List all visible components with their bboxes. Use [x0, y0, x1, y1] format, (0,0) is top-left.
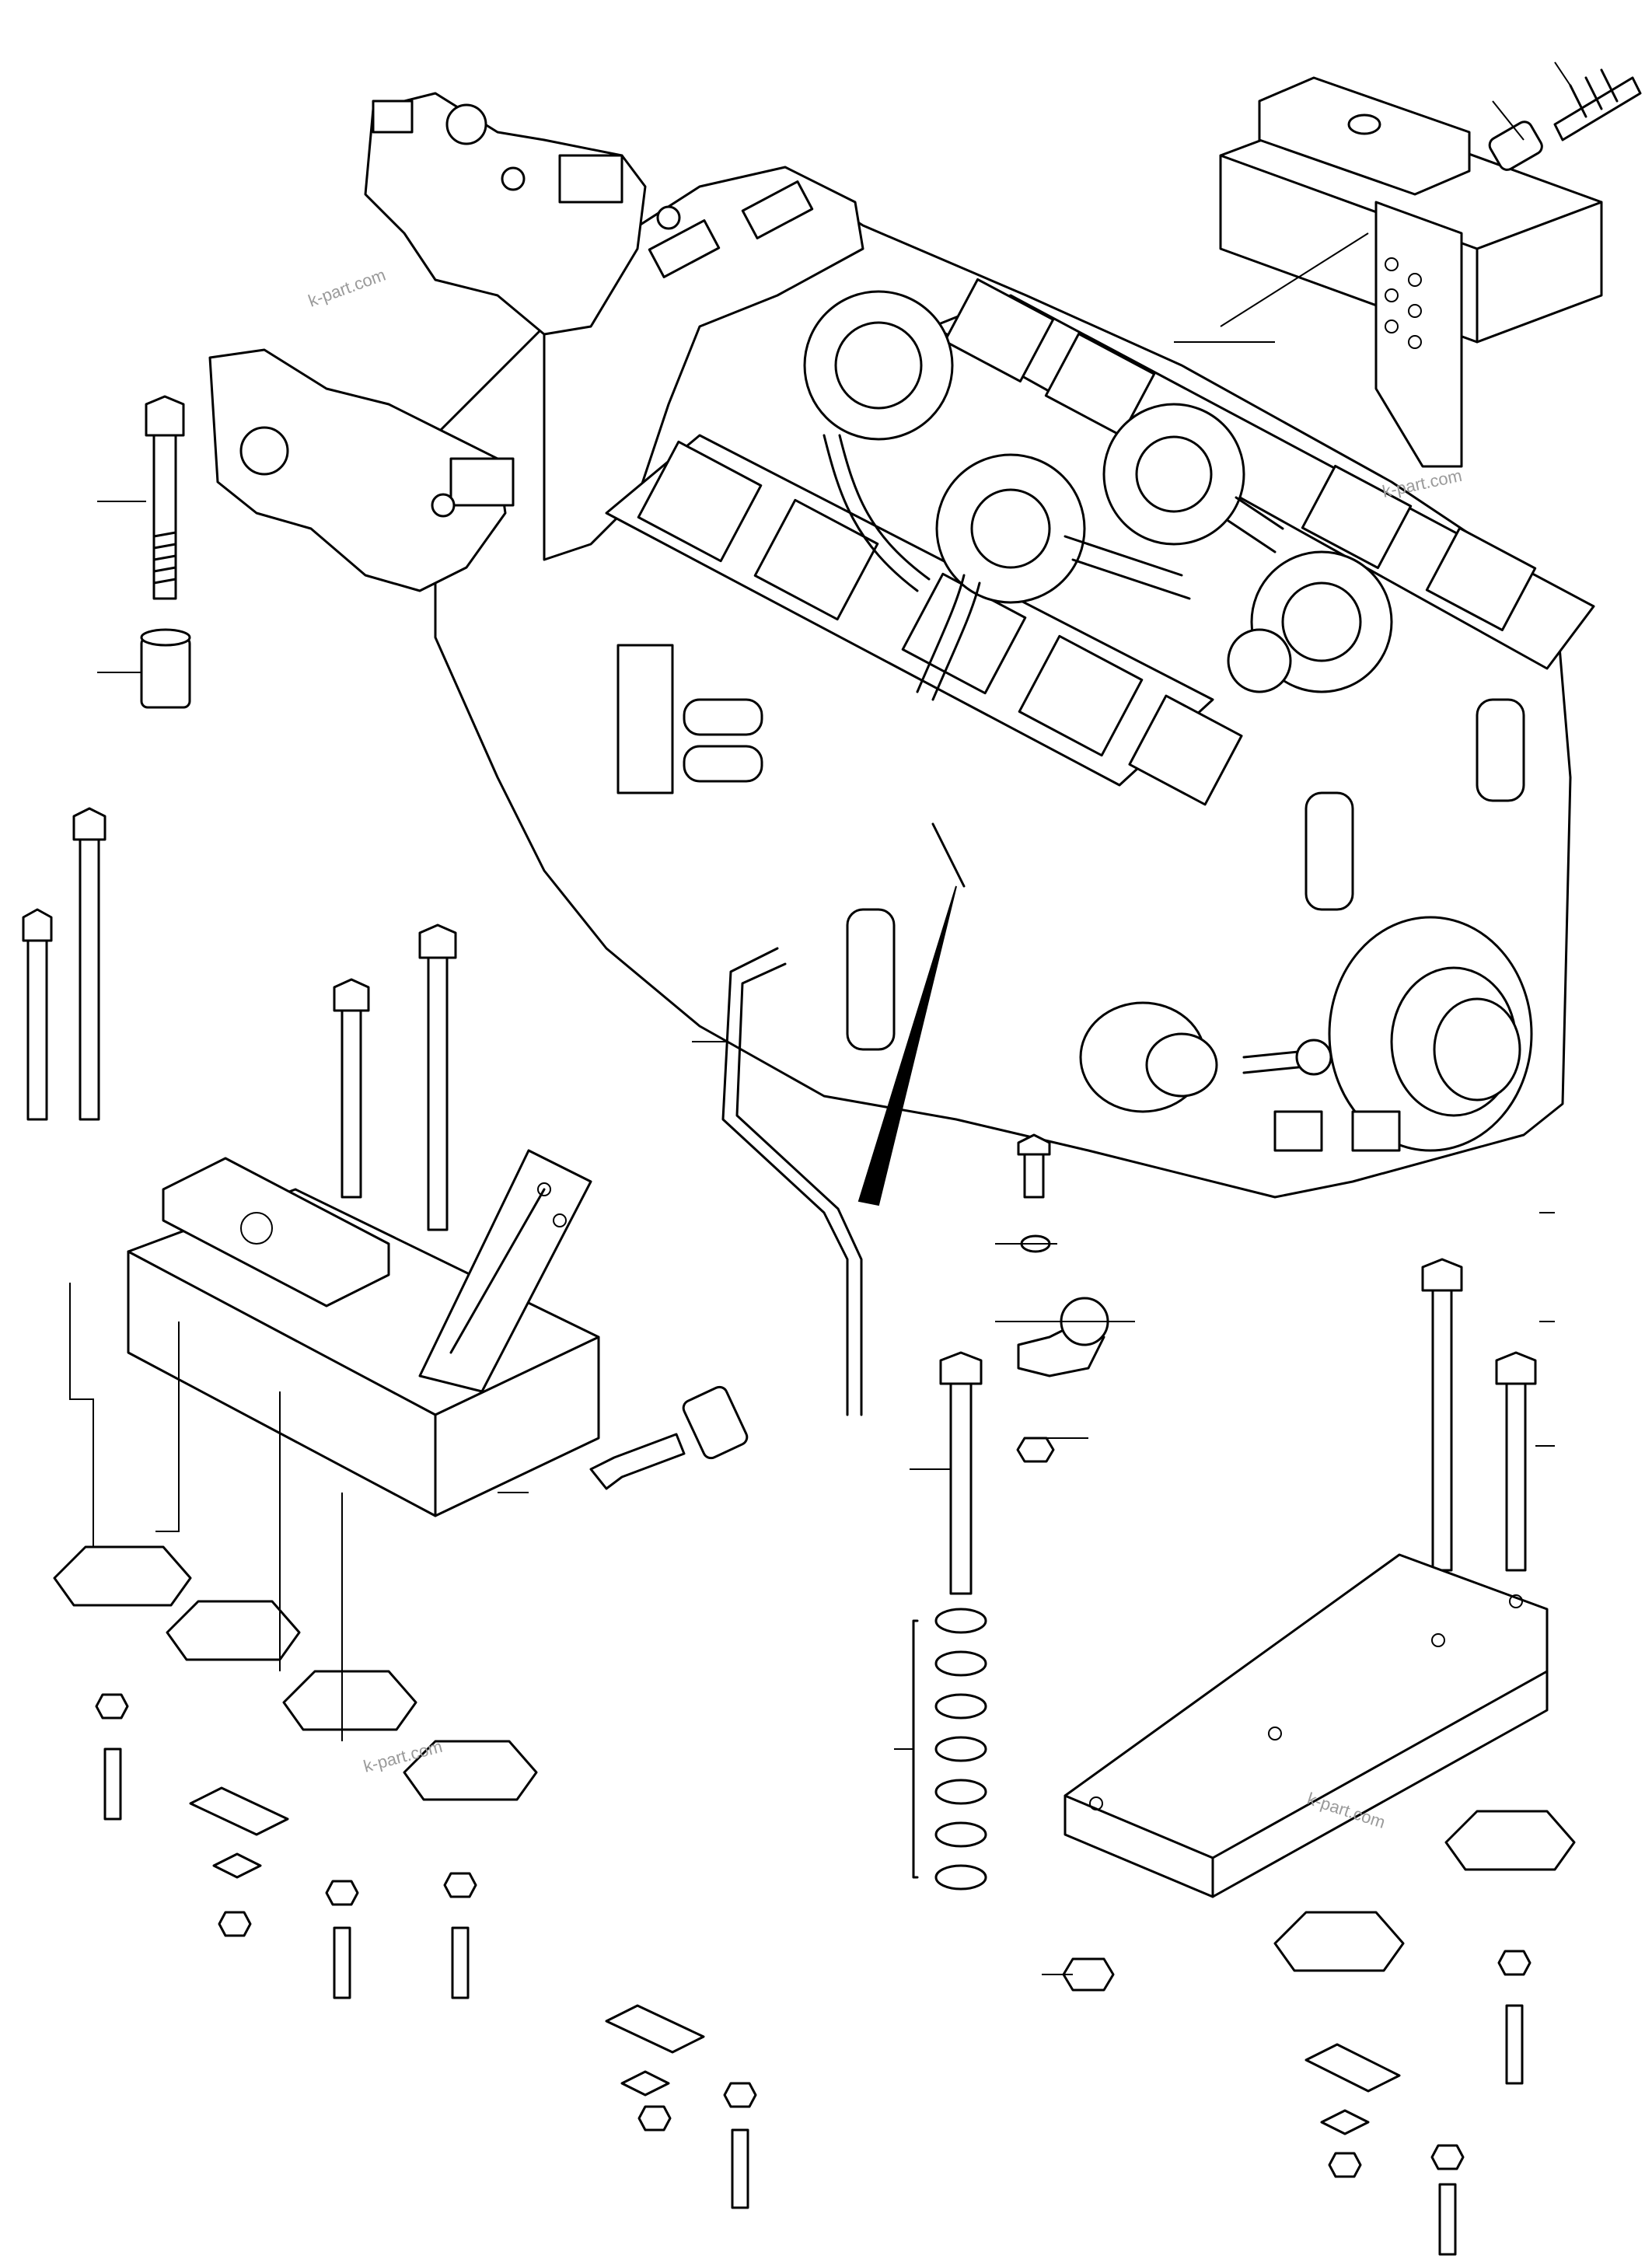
leader-lines	[69, 61, 1571, 1975]
filter-head	[616, 644, 674, 794]
small-fasteners	[95, 1693, 1532, 2256]
turbocharger	[803, 290, 1393, 693]
upper-bracket-assembly	[1219, 68, 1642, 468]
rubber-mounts-right	[1273, 1810, 1576, 1972]
clip-assembly	[1016, 1133, 1109, 1463]
crank-pulley	[1328, 916, 1533, 1152]
breather-hose	[721, 947, 863, 1416]
rubber-mounts-left	[53, 1545, 538, 1801]
bolt-and-spacer	[589, 1385, 749, 1490]
long-bolt-left	[140, 395, 191, 709]
watermark-2: k-part.com	[1381, 466, 1464, 501]
right-support-beam	[1063, 1553, 1549, 1898]
engine-assembly	[208, 92, 1595, 1206]
watermark-1: k-part.com	[306, 265, 388, 311]
shim-plates	[189, 1786, 1401, 2135]
bracket-bolts	[22, 807, 1537, 1595]
right-cylinder-bank	[931, 278, 1595, 670]
left-cylinder-bank	[605, 434, 1243, 806]
alternator	[1079, 1001, 1332, 1113]
washer-stack	[912, 1608, 987, 1891]
hydraulic-pumps	[208, 92, 681, 592]
left-engine-bracket	[127, 1149, 600, 1517]
hex-bolt	[1553, 76, 1642, 141]
spacer-collar	[1488, 120, 1543, 171]
